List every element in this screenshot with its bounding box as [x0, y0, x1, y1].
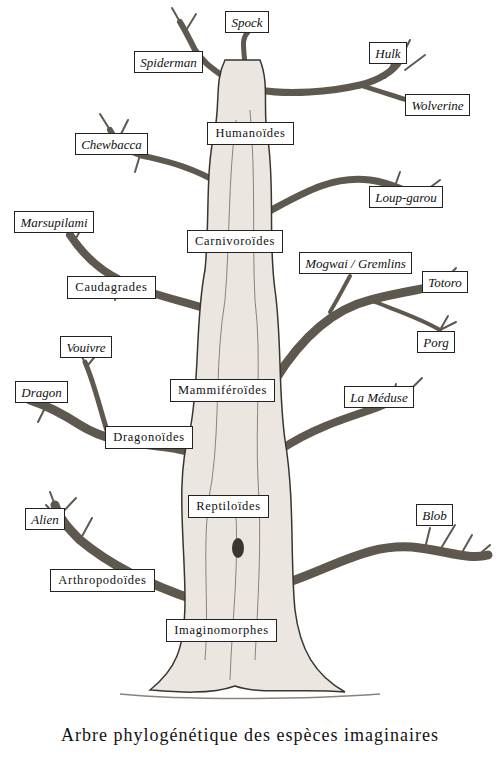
clade-name: Arthropodoïdes: [58, 574, 146, 587]
species-label: Alien: [25, 508, 65, 530]
species-label: Vouivre: [60, 336, 112, 358]
species-name: Marsupilami: [20, 216, 87, 229]
species-label: Spiderman: [134, 51, 203, 73]
species-name: Loup-garou: [375, 191, 437, 204]
species-name: Spiderman: [140, 56, 196, 69]
species-label: Mogwai / Gremlins: [299, 252, 412, 274]
species-label: Dragon: [15, 381, 68, 403]
clade-label: Humanoïdes: [207, 122, 294, 145]
clade-name: Reptiloïdes: [196, 500, 261, 513]
species-label: La Méduse: [344, 386, 414, 408]
clade-name: Dragonoïdes: [113, 431, 185, 444]
species-label: Wolverine: [405, 94, 470, 116]
clade-name: Caudagrades: [75, 281, 147, 294]
species-label: Hulk: [369, 42, 407, 64]
species-label: Marsupilami: [14, 211, 94, 233]
clade-label: Carnivoroïdes: [187, 230, 283, 253]
clade-name: Mammiféroïdes: [178, 384, 267, 397]
species-name: La Méduse: [350, 391, 407, 404]
species-label: Loup-garou: [369, 186, 443, 208]
species-label: Spock: [225, 11, 269, 33]
species-name: Blob: [422, 509, 447, 522]
clade-label: Imaginomorphes: [166, 619, 277, 642]
species-name: Dragon: [21, 386, 61, 399]
species-name: Hulk: [375, 47, 400, 60]
clade-label: Mammiféroïdes: [170, 379, 275, 402]
species-label: Blob: [416, 504, 453, 526]
clade-label: Dragonoïdes: [105, 426, 193, 449]
species-name: Alien: [31, 513, 58, 526]
species-label: Chewbacca: [75, 133, 148, 155]
figure-caption: Arbre phylogénétique des espèces imagina…: [0, 725, 500, 746]
clade-label: Reptiloïdes: [188, 495, 269, 518]
tree-trunk: [120, 60, 380, 699]
species-name: Wolverine: [411, 99, 463, 112]
clade-label: Caudagrades: [67, 276, 156, 299]
clade-label: Arthropodoïdes: [50, 569, 155, 592]
clade-name: Carnivoroïdes: [195, 235, 275, 248]
species-name: Totoro: [428, 276, 462, 289]
species-name: Spock: [231, 16, 262, 29]
species-name: Porg: [423, 336, 449, 349]
species-name: Mogwai / Gremlins: [305, 257, 406, 270]
species-name: Chewbacca: [81, 138, 142, 151]
species-name: Vouivre: [66, 341, 105, 354]
species-label: Porg: [417, 331, 455, 353]
species-label: Totoro: [422, 271, 468, 293]
clade-name: Humanoïdes: [215, 127, 285, 140]
clade-name: Imaginomorphes: [174, 624, 269, 637]
